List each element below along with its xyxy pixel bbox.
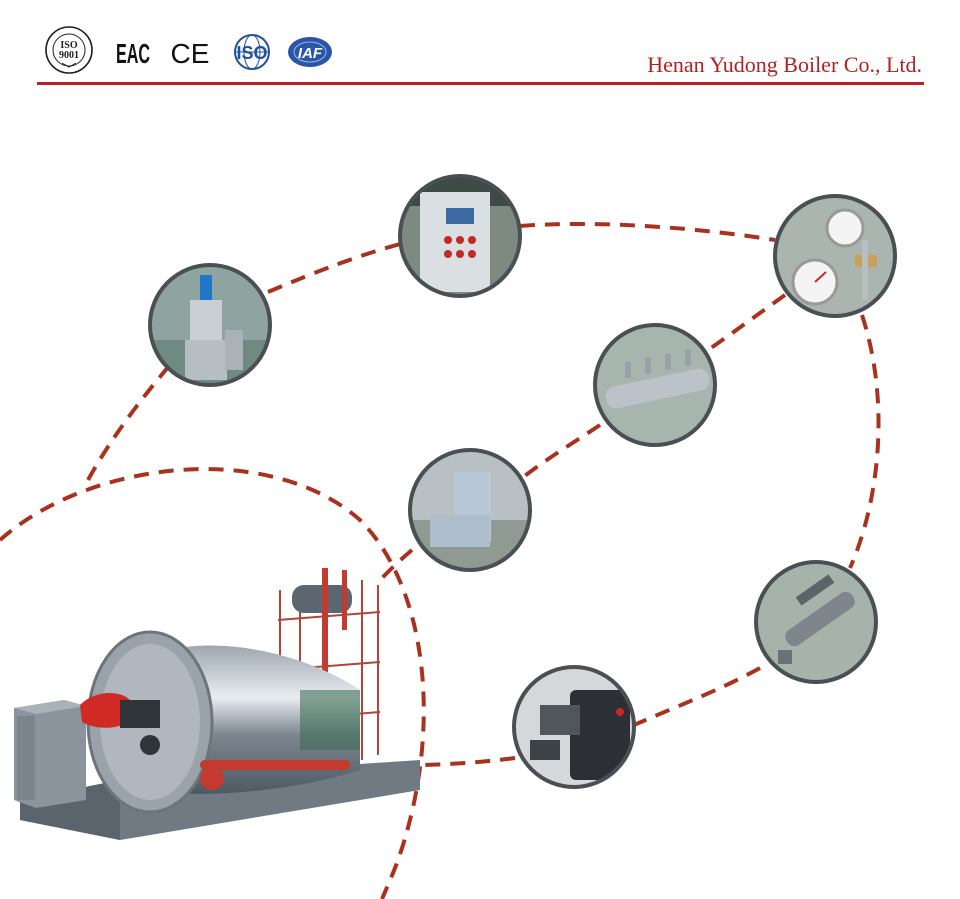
control-cabinet-photo [398, 174, 522, 298]
water-tank-photo [408, 448, 532, 572]
connector-header-to-tank [520, 423, 602, 480]
steam-header-photo [593, 323, 717, 447]
connector-gauge-to-header [706, 293, 787, 352]
connector-cabinet-to-gauge [519, 221, 776, 242]
svg-text:ISO: ISO [236, 43, 267, 63]
connector-arc-main [0, 467, 426, 899]
manifold-photo [754, 560, 878, 684]
svg-text:CE: CE [171, 38, 210, 68]
ce-mark-logo: CE [171, 38, 210, 68]
connector-main-to-valve [86, 363, 172, 481]
dashed-connectors [0, 221, 881, 899]
safety-valve-photo [148, 263, 272, 387]
svg-text:EAC: EAC [116, 38, 150, 68]
pressure-gauge-photo [773, 194, 897, 318]
connector-tank-to-main [380, 548, 414, 580]
eac-mark-logo: EAC [116, 38, 150, 68]
svg-text:ISO: ISO [60, 40, 77, 51]
steam-boiler-illustration [14, 568, 420, 840]
header-divider [37, 82, 924, 85]
company-name: Henan Yudong Boiler Co., Ltd. [647, 52, 922, 77]
connector-gauge-to-right [848, 314, 881, 569]
svg-text:IAF: IAF [298, 45, 323, 62]
iso-9001-seal-logo: ISO 9001 [45, 26, 93, 74]
header: ISO 9001 EAC CE ISO IAF Henan Yudong Boi… [0, 0, 960, 90]
connector-valve-to-cabinet [267, 242, 401, 294]
iso-badge-logo: ISO [234, 34, 270, 70]
connector-burner-to-main [424, 756, 516, 767]
burner-photo [512, 665, 636, 789]
svg-text:9001: 9001 [59, 50, 79, 61]
connector-right-to-burner [633, 666, 761, 727]
iaf-badge-logo: IAF [288, 37, 332, 67]
